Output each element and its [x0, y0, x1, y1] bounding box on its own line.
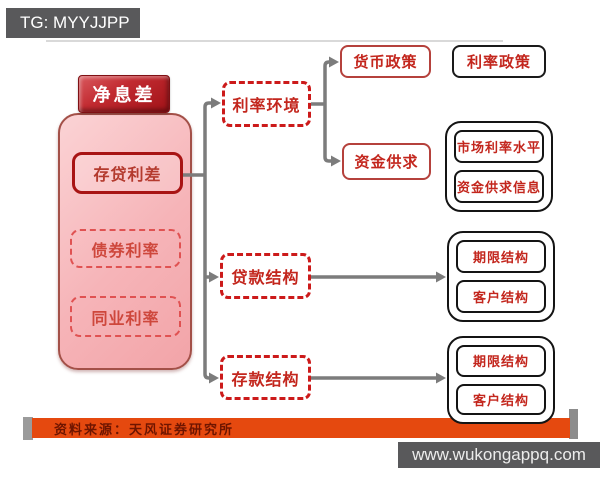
box-monetary-policy: 货币政策	[340, 45, 431, 78]
box-loan-structure: 贷款结构	[220, 253, 311, 299]
arrowhead-loan-group	[436, 271, 446, 283]
box-interbank-rate: 同业利率	[70, 296, 181, 337]
box-rate-policy: 利率政策	[452, 45, 546, 78]
box-bond-rate: 债券利率	[70, 229, 181, 268]
bar-end-cap-left	[23, 417, 33, 440]
tg-watermark-badge: TG: MYYJJPP	[6, 8, 140, 38]
connector-policy-branch	[323, 60, 332, 163]
box-deposit-term-structure: 期限结构	[456, 345, 546, 377]
box-deposit-structure: 存款结构	[220, 355, 311, 400]
arrowhead-funds-supply	[331, 155, 341, 167]
box-loan-term-structure: 期限结构	[456, 240, 546, 273]
group-deposit-factors: 期限结构 客户结构	[447, 336, 555, 424]
arrowhead-monetary-policy	[329, 56, 339, 68]
connector-main-trunk	[203, 101, 212, 380]
root-box-net-interest-margin: 净息差	[78, 75, 170, 113]
net-interest-margin-panel	[58, 113, 192, 370]
website-watermark-badge: www.wukongappq.com	[398, 442, 600, 468]
box-rate-environment: 利率环境	[222, 81, 311, 127]
tg-watermark-text: TG: MYYJJPP	[20, 13, 130, 32]
website-watermark-text: www.wukongappq.com	[412, 445, 586, 464]
box-market-rate-level: 市场利率水平	[454, 130, 544, 163]
arrowhead-loan-structure	[209, 271, 219, 283]
arrowhead-rate-environment	[211, 97, 221, 109]
arrowhead-deposit-group	[436, 372, 446, 384]
box-loan-customer-structure: 客户结构	[456, 280, 546, 313]
box-deposit-loan-spread: 存贷利差	[72, 152, 183, 194]
source-bar: 资料来源：天风证券研究所	[32, 418, 570, 438]
top-divider-line	[46, 40, 503, 42]
box-deposit-customer-structure: 客户结构	[456, 383, 546, 415]
group-loan-factors: 期限结构 客户结构	[447, 231, 555, 322]
bar-end-cap-right	[569, 409, 578, 439]
group-rate-factors: 市场利率水平 资金供求信息	[445, 121, 553, 212]
box-funds-supply-info: 资金供求信息	[454, 170, 544, 203]
box-funds-supply-demand: 资金供求	[342, 143, 431, 180]
arrowhead-deposit-structure	[209, 372, 219, 384]
source-text: 资料来源：天风证券研究所	[54, 422, 235, 438]
